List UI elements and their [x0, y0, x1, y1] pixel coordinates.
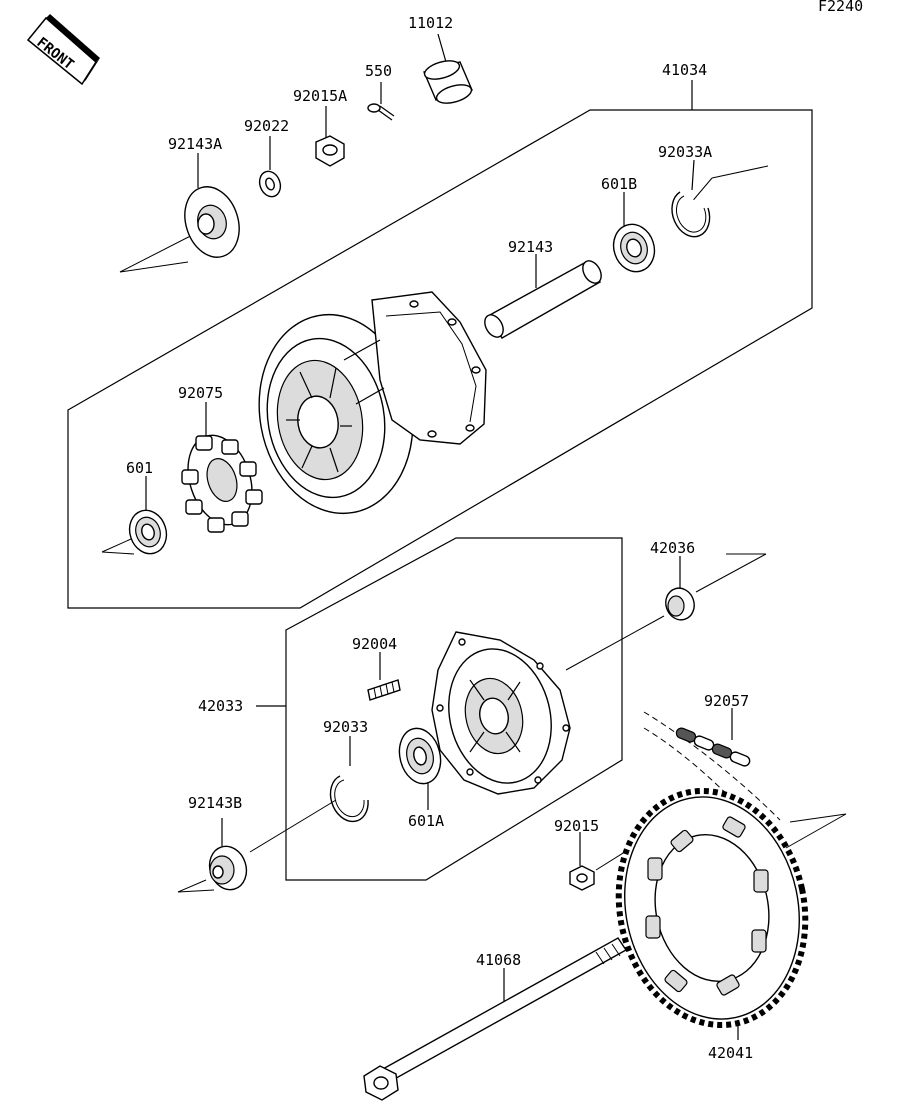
- label-92015A: 92015A: [293, 87, 347, 105]
- label-11012: 11012: [408, 14, 453, 32]
- part-42036-collar: [565, 553, 767, 671]
- label-550: 550: [365, 62, 392, 80]
- part-41068-axle: [363, 937, 628, 1101]
- diagram-code: F2240: [818, 0, 863, 15]
- label-92015: 92015: [554, 817, 599, 835]
- label-42033: 42033: [198, 697, 243, 715]
- label-92143: 92143: [508, 238, 553, 256]
- part-sprocket-coupling: [431, 631, 571, 795]
- label-42036: 42036: [650, 539, 695, 557]
- part-92033-circlip: [249, 736, 369, 853]
- part-92057-drive-chain: [643, 708, 781, 833]
- part-92143A-collar: [184, 153, 240, 258]
- part-92015A-castle-nut: [315, 106, 345, 167]
- part-92033A-circlip: [671, 159, 711, 238]
- part-92143B-collar: [177, 818, 248, 893]
- part-601-bearing: [128, 476, 168, 555]
- label-41068: 41068: [476, 951, 521, 969]
- label-92004: 92004: [352, 635, 397, 653]
- part-550-cotter-pin: [367, 82, 395, 121]
- label-42041: 42041: [708, 1044, 753, 1062]
- front-arrow-icon: FRONT: [26, 14, 100, 86]
- part-wheel-hub: [258, 291, 487, 515]
- part-92022-washer: [258, 136, 282, 198]
- part-42041-rear-sprocket: [615, 788, 847, 1040]
- label-92033A: 92033A: [658, 143, 712, 161]
- part-92004-stud: [367, 652, 401, 701]
- label-92057: 92057: [704, 692, 749, 710]
- label-92143B: 92143B: [188, 794, 242, 812]
- label-92143A: 92143A: [168, 135, 222, 153]
- label-92033: 92033: [323, 718, 368, 736]
- label-601: 601: [126, 459, 153, 477]
- label-601A: 601A: [408, 812, 444, 830]
- part-92143-spacer: [484, 254, 602, 339]
- label-41034: 41034: [662, 61, 707, 79]
- part-601A-bearing: [398, 727, 442, 810]
- part-601B-bearing: [612, 192, 656, 273]
- sprocket-hub-group: [256, 537, 623, 881]
- part-11012-collar: [423, 33, 473, 104]
- label-601B: 601B: [601, 175, 637, 193]
- part-92075-damper: [181, 402, 263, 533]
- label-92075: 92075: [178, 384, 223, 402]
- label-92022: 92022: [244, 117, 289, 135]
